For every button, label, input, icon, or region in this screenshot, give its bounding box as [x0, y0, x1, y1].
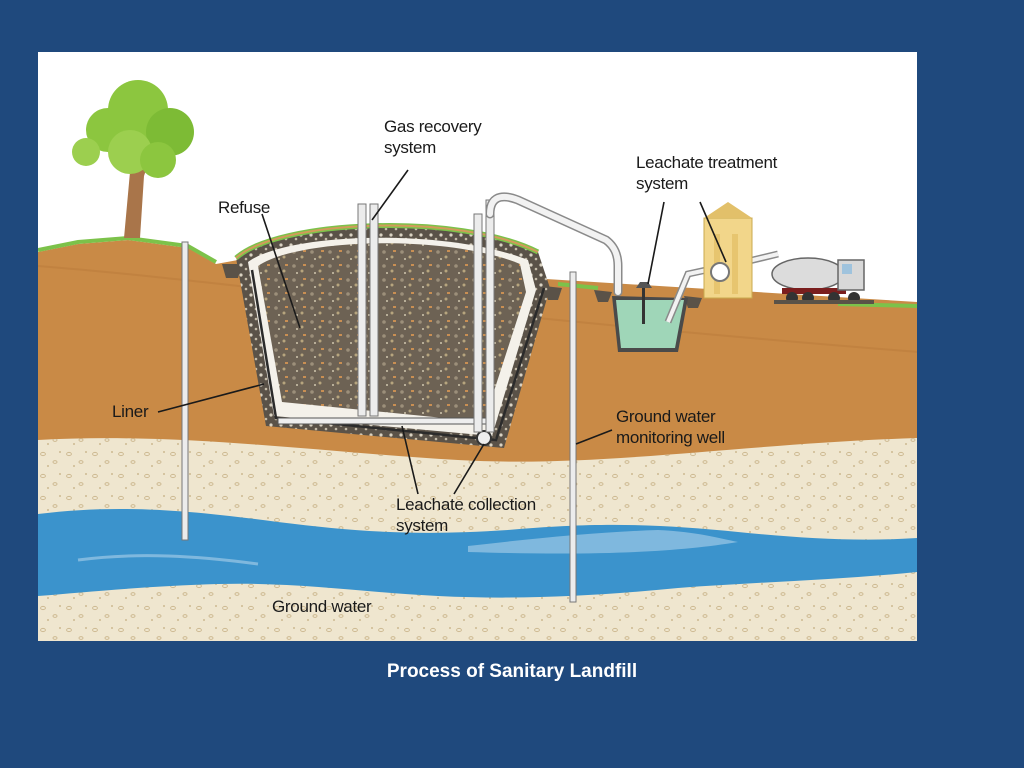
monitoring-well-left: [181, 241, 189, 541]
landfill-cell: [234, 223, 550, 448]
slide-caption: Process of Sanitary Landfill: [386, 661, 638, 682]
refuse-mass: [258, 243, 526, 422]
ground-water-label: Ground water: [272, 597, 372, 616]
leachate-collection-label: Leachate collection system: [396, 494, 536, 536]
gas-recovery-pipes: [357, 199, 495, 433]
leachate-collection-label-line2: system: [396, 516, 449, 535]
tanker-truck: [771, 257, 874, 304]
landfill-cross-section: [38, 52, 917, 641]
monitoring-well-right: [569, 271, 577, 603]
leachate-treatment-label: Leachate treatment system: [636, 152, 777, 194]
ground-water-body: [38, 508, 917, 598]
grass-right: [837, 302, 917, 308]
ground-water-monitoring-label-line1: Ground water: [616, 407, 716, 426]
gas-recovery-label-line1: Gas recovery: [384, 117, 482, 136]
treatment-pond: [612, 282, 688, 352]
gas-recovery-label-line2: system: [384, 138, 437, 157]
leachate-collection-pipe: [277, 417, 489, 425]
leachate-collection-label-line1: Leachate collection: [396, 495, 536, 514]
refuse-label: Refuse: [218, 198, 271, 217]
label-leaders: [157, 169, 727, 495]
liner-label: Liner: [112, 402, 149, 421]
landfill-diagram: Gas recovery system Leachate treatment s…: [38, 52, 917, 641]
gas-recovery-label: Gas recovery system: [384, 116, 482, 158]
treatment-building: [703, 202, 753, 299]
leachate-treatment-label-line1: Leachate treatment: [636, 153, 778, 172]
tree: [72, 80, 194, 238]
ground-water-monitoring-label: Ground water monitoring well: [616, 406, 725, 448]
ground-water-monitoring-label-line2: monitoring well: [616, 428, 725, 447]
liner: [250, 269, 546, 442]
leachate-treatment-label-line2: system: [636, 174, 689, 193]
